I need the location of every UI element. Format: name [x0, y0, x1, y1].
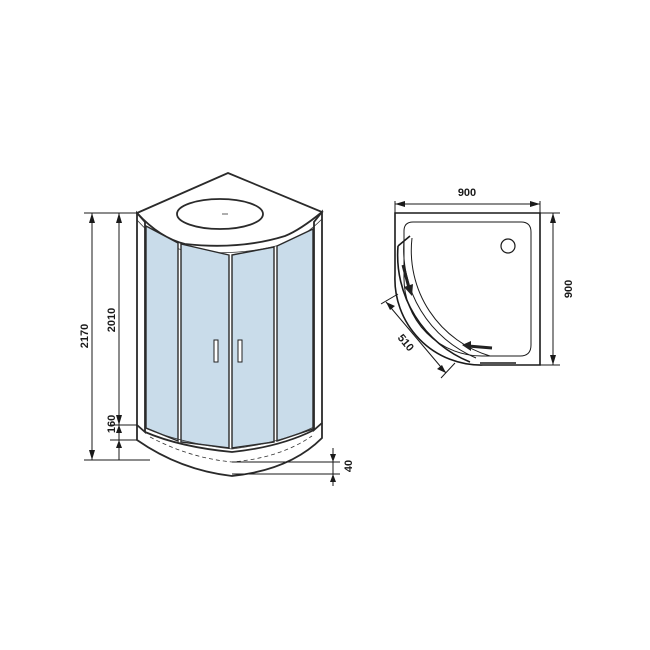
dim-40-label: 40	[343, 460, 355, 472]
glass-door-left	[180, 243, 230, 449]
dim-2010-label: 2010	[106, 308, 118, 332]
dim-160-label: 160	[106, 415, 118, 433]
door-handle-right	[237, 339, 243, 363]
cabin-right-side	[313, 209, 323, 432]
door-handle-left	[213, 339, 219, 363]
plan-depth-label: 900	[563, 280, 575, 298]
door-opening-label: 510	[395, 332, 416, 354]
glass-panel-left-fixed	[145, 224, 179, 443]
dim-2170-label: 2170	[79, 324, 91, 348]
cabin-front-view	[135, 172, 324, 477]
drain-icon	[500, 238, 516, 254]
plan-dimension-lines: 900 900 510	[380, 187, 575, 379]
plan-width-label: 900	[458, 187, 476, 199]
cabin-plan-view	[394, 212, 541, 366]
plan-outer-outline	[394, 212, 541, 366]
cabin-roof	[135, 172, 324, 247]
door-slide-arrow-right	[462, 341, 493, 351]
door-slide-arrow-left	[401, 264, 413, 296]
shower-tray	[136, 423, 323, 477]
cabin-left-side	[136, 210, 146, 434]
ceiling-shower-ellipse	[176, 198, 264, 230]
glass-door-right	[231, 246, 275, 449]
plan-inner-tray	[403, 221, 532, 357]
glass-panel-right-fixed	[276, 227, 314, 442]
front-dimension-lines: 2170 2010 160 40	[79, 212, 355, 486]
